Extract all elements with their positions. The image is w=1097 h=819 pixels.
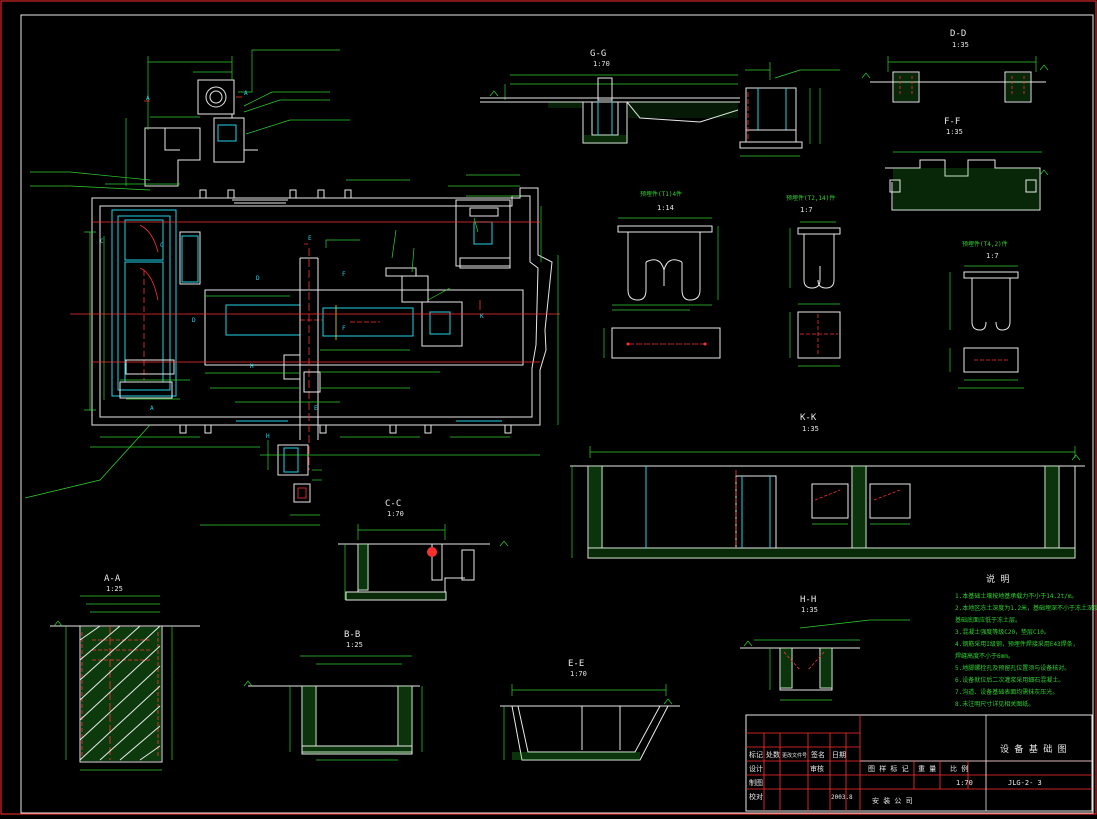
section-markers: A A C E D D F F K H H E A C xyxy=(100,90,484,440)
title-block: 标记 处数 更改文件号 签名 日期 设计 制图 校对 审核 2003.8 图 样… xyxy=(745,714,1093,812)
note-line: 4.钢筋采用I级钢，预埋件焊接采用E43焊条， xyxy=(955,640,1079,648)
drawing-number: JLG-2- 3 xyxy=(1008,779,1042,787)
svg-text:A: A xyxy=(244,90,248,97)
tb-header-weight: 重 量 xyxy=(918,765,936,773)
section-aa: A-A 1:25 xyxy=(50,574,200,771)
section-ff-scale: 1:35 xyxy=(946,128,963,136)
section-gg-title: G-G xyxy=(590,49,606,59)
plan-view xyxy=(70,79,560,503)
svg-text:K: K xyxy=(480,313,484,320)
elevation-markers xyxy=(53,64,1081,705)
detail-t2-title: 预埋件(T2,14)件 xyxy=(786,194,835,202)
section-ee: E-E 1:70 xyxy=(500,659,680,761)
tb-role-draw: 制图 xyxy=(749,778,763,787)
section-hh-scale: 1:35 xyxy=(801,606,818,614)
section-kk: K-K 1:35 xyxy=(570,413,1085,559)
detail-t4: 预埋件(T4,2)件 1:7 xyxy=(949,240,1024,389)
tb-label-changedoc: 更改文件号 xyxy=(782,752,807,759)
note-line: 7.沟道、设备基础表面均需抹灰压光。 xyxy=(955,688,1058,696)
svg-text:D: D xyxy=(256,275,260,282)
note-line: 3.混凝土强度等级C20，垫层C10。 xyxy=(955,628,1050,636)
section-bb-title: B-B xyxy=(344,630,360,640)
tb-role-check: 校对 xyxy=(749,792,763,801)
section-dd-title: D-D xyxy=(950,29,966,39)
svg-text:E: E xyxy=(308,235,312,242)
svg-text:H: H xyxy=(266,433,270,440)
tb-label-mark: 标记 xyxy=(749,750,763,759)
section-ee-scale: 1:70 xyxy=(570,670,587,678)
note-line: 焊缝高度不小于6mm。 xyxy=(955,652,1014,660)
tb-label-count: 处数 xyxy=(766,750,780,759)
notes-block: 说 明 1.本基础土壤按地基承载力不小于14.2t/m。 2.本地区冻土深度为1… xyxy=(955,573,1097,708)
section-bb: B-B 1:25 xyxy=(248,630,423,761)
inner-border xyxy=(20,14,1094,814)
section-dd: D-D 1:35 xyxy=(870,29,1046,103)
note-line: 5.地脚螺栓孔及预留孔位置须与设备核对。 xyxy=(955,664,1070,672)
section-bb-scale: 1:25 xyxy=(346,641,363,649)
note-line: 6.设备就位后二次灌浆采用细石混凝土。 xyxy=(955,676,1064,684)
note-line: 1.本基础土壤按地基承载力不小于14.2t/m。 xyxy=(955,592,1078,600)
svg-text:E: E xyxy=(314,405,318,412)
detail-t1-scale: 1:14 xyxy=(657,204,674,212)
svg-text:F: F xyxy=(342,271,346,278)
svg-text:D: D xyxy=(192,317,196,324)
tb-header-marks: 图 样 标 记 xyxy=(868,764,909,773)
detail-t2: 预埋件(T2,14)件 1:7 xyxy=(786,194,841,367)
detail-t1-title: 预埋件(T1)4件 xyxy=(640,190,682,198)
svg-text:F: F xyxy=(342,325,346,332)
section-hh: H-H 1:35 xyxy=(740,595,910,701)
tb-company: 安 装 公 司 xyxy=(872,796,913,805)
section-dd-scale: 1:35 xyxy=(952,41,969,49)
tb-scale-value: 1:70 xyxy=(956,779,973,787)
detail-t4-title: 预埋件(T4,2)件 xyxy=(962,240,1008,248)
plan-dimensions xyxy=(84,56,559,526)
section-cc: C-C 1:70 xyxy=(338,499,490,601)
svg-text:C: C xyxy=(100,238,104,245)
section-hh-title: H-H xyxy=(800,595,816,605)
section-cc-scale: 1:70 xyxy=(387,510,404,518)
plan-leaders xyxy=(24,49,479,499)
tb-label-date: 日期 xyxy=(832,751,846,759)
tb-date: 2003.8 xyxy=(831,794,853,801)
svg-text:H: H xyxy=(250,363,254,370)
tb-role-review: 审核 xyxy=(810,764,824,773)
tb-header-scale: 比 例 xyxy=(950,764,968,773)
notes-heading: 说 明 xyxy=(986,573,1009,585)
section-aa-title: A-A xyxy=(104,574,121,584)
tb-label-sign: 签名 xyxy=(811,750,825,759)
tb-role-design: 设计 xyxy=(749,764,763,773)
section-gg-scale: 1:70 xyxy=(593,60,610,68)
svg-text:A: A xyxy=(150,405,154,412)
section-cc-title: C-C xyxy=(385,499,401,509)
section-gg: G-G 1:70 xyxy=(480,49,840,157)
note-line: 2.本地区冻土深度为1.2米，基础埋深不小于冻土深度， xyxy=(955,604,1097,612)
drawing-title: 设 备 基 础 图 xyxy=(1000,743,1067,755)
detail-t4-scale: 1:7 xyxy=(986,252,999,260)
section-ff: F-F 1:35 xyxy=(885,117,1042,211)
section-aa-scale: 1:25 xyxy=(106,585,123,593)
note-line: 8.未注明尺寸详见相关图纸。 xyxy=(955,700,1034,708)
section-kk-title: K-K xyxy=(800,413,817,423)
section-ee-title: E-E xyxy=(568,659,584,669)
section-ff-title: F-F xyxy=(944,117,960,127)
svg-text:A: A xyxy=(146,95,150,102)
section-kk-scale: 1:35 xyxy=(802,425,819,433)
detail-t2-scale: 1:7 xyxy=(800,206,813,214)
detail-t1: 预埋件(T1)4件 1:14 xyxy=(603,190,721,359)
svg-text:C: C xyxy=(160,242,164,249)
note-line: 基础底面应低于冻土层。 xyxy=(955,616,1021,624)
